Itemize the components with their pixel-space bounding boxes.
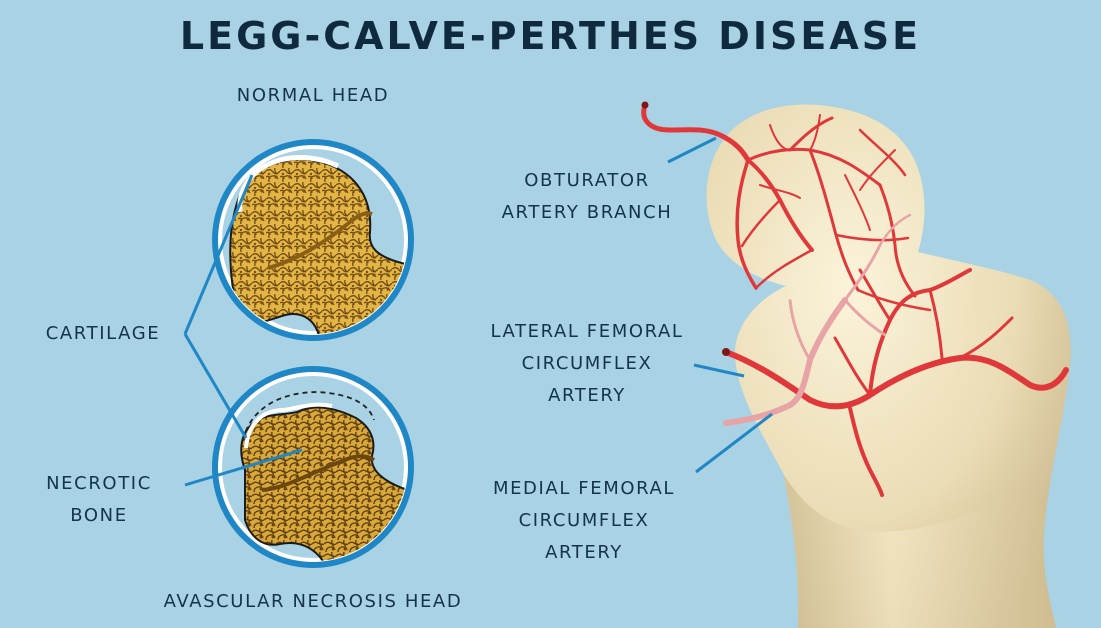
lateral-femoral-label: LATERAL FEMORAL CIRCUMFLEX ARTERY [490,321,684,406]
femur-bone [706,104,1071,628]
necrotic-leader [184,448,303,487]
lateral-artery-end [722,348,730,356]
necrotic-bone-label: NECROTIC BONE [46,473,152,526]
medial-leader [695,412,773,474]
obturator-artery-label: OBTURATOR ARTERY BRANCH [501,170,673,223]
page-title: LEGG-CALVE-PERTHES DISEASE [179,14,922,58]
normal-head-label: NORMAL HEAD [236,85,390,106]
obturator-leader [667,136,717,164]
obturator-artery-end [641,101,649,109]
normal-head-circle [212,139,414,341]
medial-circumflex-artery [723,213,912,426]
avascular-head-label: AVASCULAR NECROSIS HEAD [163,591,463,612]
medial-femoral-label: MEDIAL FEMORAL CIRCUMFLEX ARTERY [492,478,676,563]
avascular-head-circle [212,366,414,568]
obturator-artery [641,102,932,312]
cartilage-label: CARTILAGE [45,323,161,344]
lateral-leader [693,363,745,378]
cartilage-leader [183,174,254,439]
